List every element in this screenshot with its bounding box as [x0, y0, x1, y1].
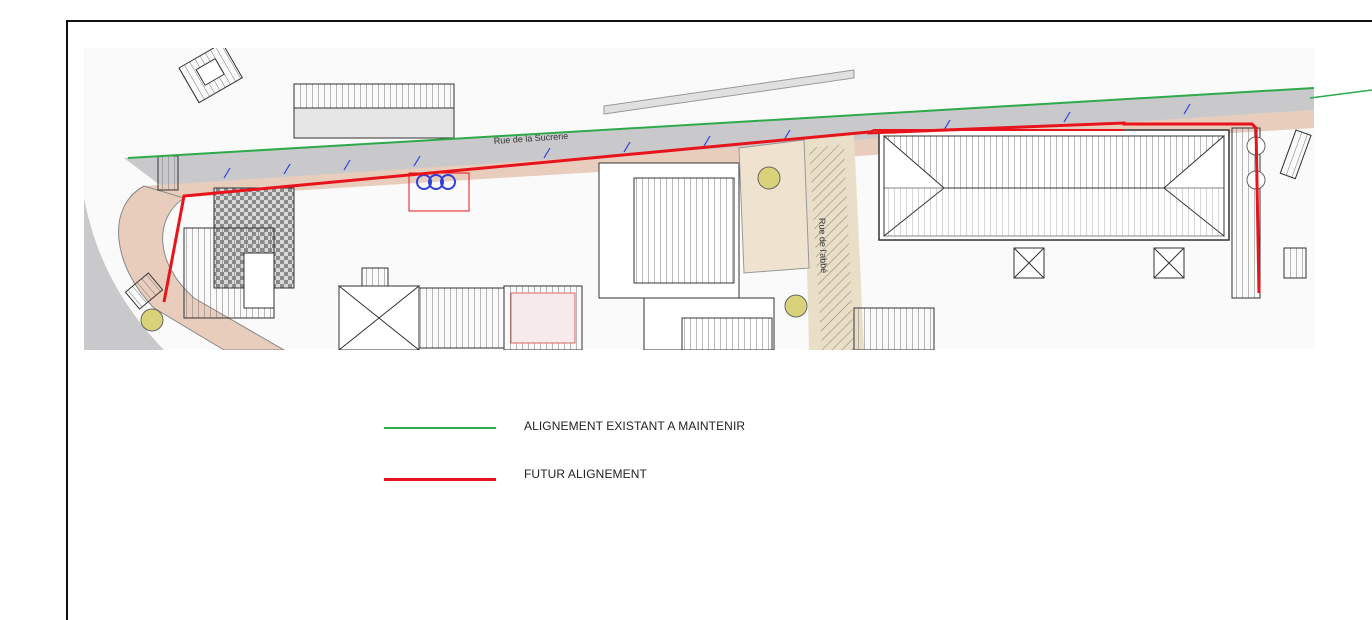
- building-top-left: [178, 48, 243, 104]
- tree-icon: [757, 166, 781, 190]
- alignment-leader-line: [1310, 89, 1372, 99]
- legend-swatch-green: [384, 427, 496, 429]
- existing-alignment-line: [127, 87, 1314, 159]
- building-middle-lower-hatch: [681, 317, 773, 350]
- wall-top: [603, 69, 855, 115]
- building-left-white: [243, 252, 275, 309]
- annotation-ticks: [223, 103, 1191, 179]
- crosswalk-top: [157, 155, 179, 191]
- future-alignment-inner: [868, 129, 1124, 133]
- building-lower-right: [853, 307, 935, 350]
- document-frame: [66, 20, 1372, 620]
- corner-road: [84, 198, 164, 350]
- legend-swatch-red: [384, 478, 496, 481]
- plaza: [738, 139, 810, 274]
- legend-label-existing: ALIGNEMENT EXISTANT A MAINTENIR: [524, 419, 746, 433]
- building-main-base: [883, 187, 1225, 237]
- site-plan: Rue de la Sucrerie Rue de l'abbé: [84, 48, 1314, 350]
- corner-sidewalk: [118, 185, 285, 350]
- side-street-name-label: Rue de l'abbé: [817, 218, 829, 274]
- building-far-right: [1283, 247, 1307, 279]
- side-street-hatch: [809, 144, 854, 350]
- building-center: [337, 267, 583, 350]
- crosswalk-bottom: [124, 272, 164, 310]
- building-main-roof-top: [883, 135, 1225, 189]
- building-middle-hatch: [633, 177, 735, 284]
- building-far-right-top: [1279, 129, 1312, 180]
- tree-icon: [140, 308, 164, 332]
- legend-item-existing: ALIGNEMENT EXISTANT A MAINTENIR: [384, 419, 745, 433]
- site-plan-drawing: Rue de la Sucrerie Rue de l'abbé: [84, 48, 1314, 350]
- building-top-center-low: [293, 107, 455, 139]
- road-surface: [124, 88, 1314, 188]
- tree-icon: [784, 294, 808, 318]
- legend-label-future: FUTUR ALIGNEMENT: [524, 467, 647, 481]
- future-alignment-line: [162, 121, 1261, 303]
- legend-item-future: FUTUR ALIGNEMENT: [384, 467, 647, 481]
